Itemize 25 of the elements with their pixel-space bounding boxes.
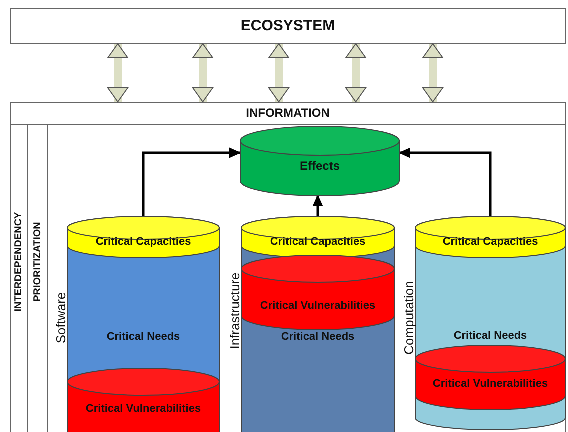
side-label: Computation [402, 281, 416, 355]
band-title: INFORMATION [246, 106, 330, 120]
cylinder-label: Critical Needs [281, 331, 355, 343]
cylinder-label: Critical Vulnerabilities [86, 403, 202, 415]
double-arrow [422, 44, 444, 102]
double-arrow [192, 44, 214, 102]
cylinder-label: Critical Capacities [270, 236, 366, 248]
cylinder-label: Critical Needs [454, 330, 528, 342]
band-title: ECOSYSTEM [240, 18, 336, 34]
cylinder-label: Critical Needs [106, 331, 180, 343]
arrow [142, 148, 240, 216]
cylinder-label: Critical Vulnerabilities [432, 378, 548, 390]
arrow [313, 196, 323, 216]
column-label: PRIORITIZATION [32, 222, 44, 302]
cylinder-label: Critical Capacities [96, 236, 192, 248]
column-label: INTERDEPENDENCY [14, 212, 24, 312]
double-arrow [346, 44, 366, 102]
cylinder-label: Critical Capacities [442, 236, 538, 248]
side-label: Infrastructure [228, 272, 242, 350]
arrow [400, 148, 492, 216]
side-label: Software [54, 292, 68, 344]
cylinder-label: Critical Vulnerabilities [260, 300, 376, 312]
double-arrow [268, 44, 290, 102]
cylinder-label: Effects [300, 159, 340, 173]
double-arrow [108, 44, 128, 102]
